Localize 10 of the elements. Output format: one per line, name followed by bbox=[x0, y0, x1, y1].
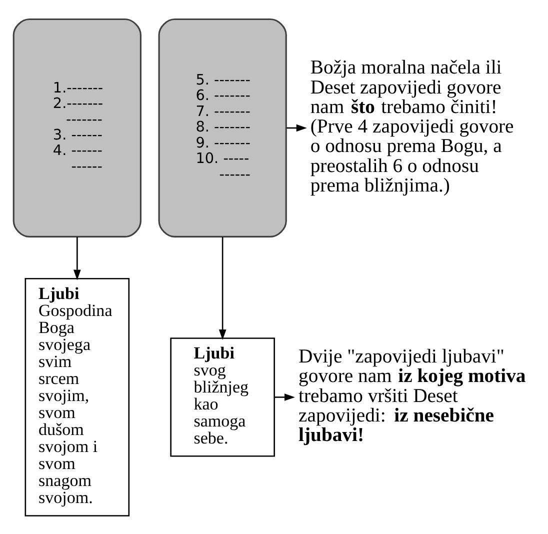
node-box: 1.------- 2.------- ------- 3. ------ 4. ------ ------ bbox=[12, 18, 142, 237]
node-text: Dvije "zapovijedi ljubavi" govore nam iz kojeg motiva trebamo vršiti Deset zapovijedi: iz nesebične ljubavi! bbox=[298, 344, 526, 446]
arrow bbox=[286, 124, 307, 132]
arrow bbox=[274, 393, 295, 400]
arrow bbox=[73, 236, 81, 280]
node-box: 5. ------- 6. ------- 7. ------- 8. ------- 9. ------- 10. ----- ------ bbox=[158, 18, 287, 237]
node-box: Ljubi svog bližnjeg kao samoga sebe. bbox=[170, 337, 275, 456]
node-box: Ljubi Gospodina Boga svojega svim srcem svojim, svom dušom svojom i svom snagom svojom. bbox=[24, 277, 130, 516]
arrow bbox=[218, 236, 226, 340]
node-text: Božja moralna načela ili Deset zapovijedi govore nam što trebamo činiti! (Prve 4 zapovijedi govore o odnosu prema Bogu, a preostalih 6 o odnosu prema bližnjima.) bbox=[310, 56, 514, 196]
